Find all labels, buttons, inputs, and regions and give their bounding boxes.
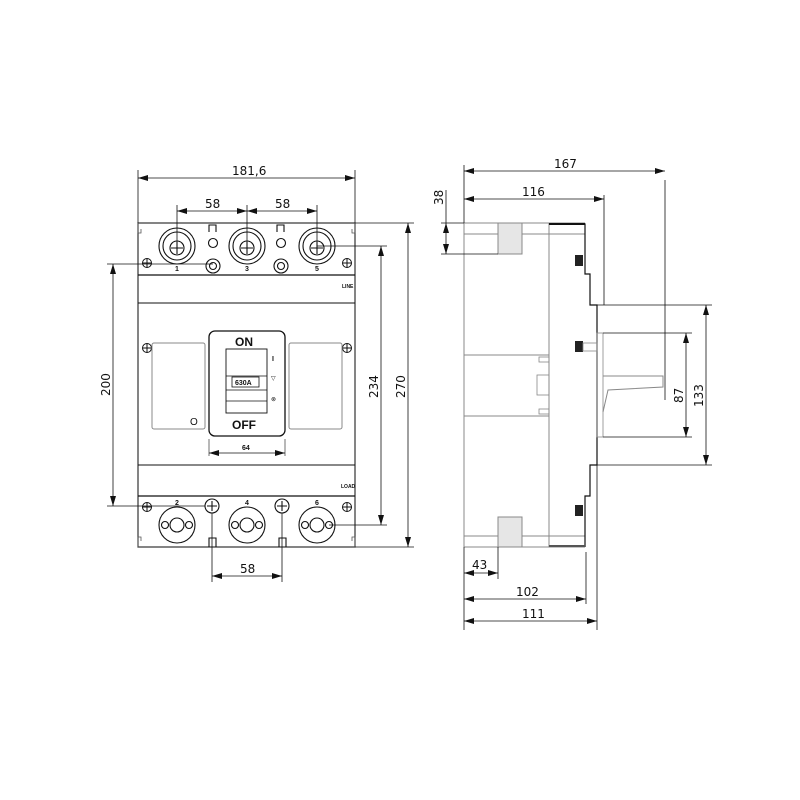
terminal-block-bottom [497,516,523,548]
terminal-label-4: 4 [245,500,249,507]
dim-top-offset [441,190,498,255]
indicator-test-icon: ⊗ [271,397,276,403]
dim-overall-width-label: 181,6 [232,164,266,178]
dim-200-label: 200 [99,373,113,396]
accessory-window-right [288,342,343,430]
dim-handle-inner [603,332,692,438]
dim-102-label: 102 [516,585,539,599]
dim-pitch-left-label: 58 [205,197,220,211]
dim-270-label: 270 [394,375,408,398]
dim-111-label: 111 [522,607,545,621]
terminal-label-5: 5 [315,266,319,273]
dim-bottom-pitch [211,513,283,582]
dim-234-label: 234 [367,375,381,398]
handle-assembly: 630A ON OFF I ▽ ⊗ 64 [208,330,286,456]
side-view: 167 116 38 133 87 [432,157,712,630]
dim-base-depth [464,552,587,604]
terminal-block-top [497,222,523,255]
rating-label: 630A [235,380,252,387]
terminal-label-6: 6 [315,500,319,507]
on-label: ON [235,335,253,349]
dim-bottom-pitch-label: 58 [240,562,255,576]
accessory-symbol: O [190,417,198,428]
dim-handle-outer [597,304,712,466]
indicator-trip-icon: ▽ [271,376,276,382]
dim-116-label: 116 [522,185,545,199]
dim-167-label: 167 [554,157,577,171]
load-label: LOAD [341,484,356,490]
dim-133-label: 133 [692,384,706,407]
line-label: LINE [342,284,354,290]
indicator-on-icon: I [272,356,274,363]
dim-handle-width: 64 [242,445,250,452]
dim-pitch-right-label: 58 [275,197,290,211]
terminal-label-2: 2 [175,500,179,507]
front-view: LINE LOAD 1 3 5 O [99,164,414,582]
dim-terminal-pitch-top [176,205,318,246]
dim-43-label: 43 [472,558,487,572]
side-profile-edge [549,223,598,547]
terminal-label-1: 1 [175,266,179,273]
dim-87-label: 87 [672,388,686,403]
dim-overall-depth [463,165,666,400]
dim-38-label: 38 [432,190,446,205]
dim-mounting-offset [463,547,499,630]
dim-overall-height [355,222,414,548]
handle-lever [602,375,664,413]
off-label: OFF [232,418,256,432]
dim-mounting-vertical [107,263,213,507]
dim-terminal-vertical [317,245,387,526]
dim-body-depth [464,195,605,305]
breaker-body-outline [137,222,356,548]
terminal-label-3: 3 [245,266,249,273]
accessory-window-left [151,342,206,430]
dim-front-depth [464,465,598,630]
dim-overall-width [137,170,356,223]
bottom-terminals [158,498,336,547]
